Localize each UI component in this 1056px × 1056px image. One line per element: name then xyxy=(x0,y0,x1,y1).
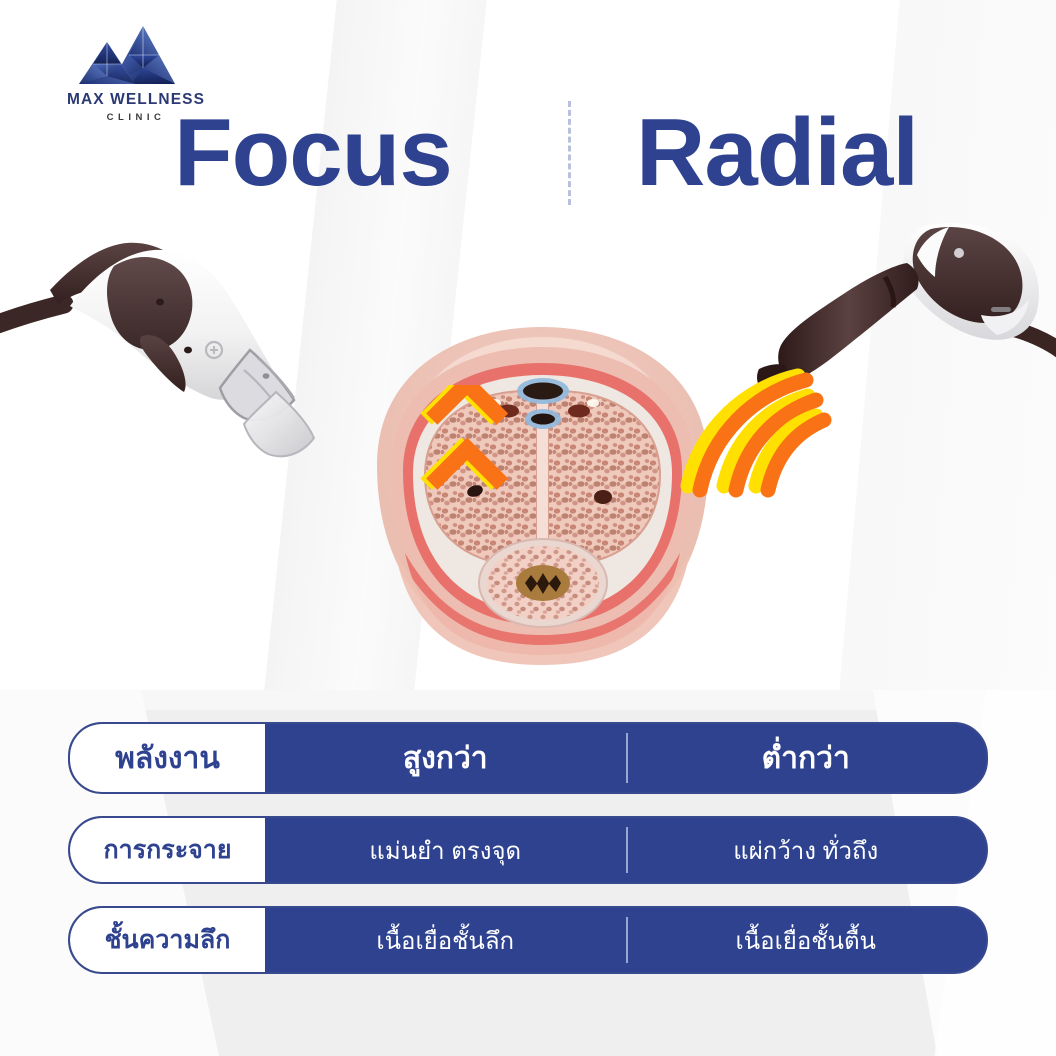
radial-wave-arcs-icon xyxy=(680,368,832,498)
illustration-stage xyxy=(0,190,1056,690)
background-bottom-strip xyxy=(120,690,940,710)
comparison-table: พลังงาน สูงกว่า ต่ำกว่า การกระจาย แม่นยำ… xyxy=(68,722,988,996)
penis-cross-section-anatomy xyxy=(377,327,708,665)
row-focus-value: เนื้อเยื่อชั้นลึก xyxy=(376,927,515,955)
headline-focus: Focus xyxy=(174,99,453,206)
table-row: พลังงาน สูงกว่า ต่ำกว่า xyxy=(68,722,988,794)
row-focus-value: แม่นยำ ตรงจุด xyxy=(369,837,522,865)
row-radial-value: ต่ำกว่า xyxy=(761,741,850,775)
brand-name: MAX WELLNESS xyxy=(66,91,206,108)
row-radial-value: เนื้อเยื่อชั้นตื้น xyxy=(735,927,876,955)
mountain-peaks-icon xyxy=(79,26,175,84)
brand-subtitle: CLINIC xyxy=(106,112,166,123)
row-radial-cell: ต่ำกว่า xyxy=(625,724,987,792)
radial-shockwave-handpiece-icon xyxy=(757,223,1056,393)
row-focus-value: สูงกว่า xyxy=(402,741,488,775)
row-focus-cell: แม่นยำ ตรงจุด xyxy=(265,818,626,882)
brand-logo: MAX WELLNESS CLINIC xyxy=(36,20,236,135)
headline: Focus Radial xyxy=(150,98,1030,208)
row-label-cell: พลังงาน xyxy=(70,724,265,792)
row-radial-cell: แผ่กว้าง ทั่วถึง xyxy=(625,818,987,882)
chevron-arrows-icon xyxy=(420,385,509,490)
table-row: การกระจาย แม่นยำ ตรงจุด แผ่กว้าง ทั่วถึง xyxy=(68,816,988,884)
row-radial-value: แผ่กว้าง ทั่วถึง xyxy=(733,837,879,865)
row-label-cell: การกระจาย xyxy=(70,818,265,882)
row-focus-cell: สูงกว่า xyxy=(265,724,626,792)
row-label-cell: ชั้นความลึก xyxy=(70,908,265,972)
row-label: พลังงาน xyxy=(115,741,220,775)
table-row: ชั้นความลึก เนื้อเยื่อชั้นลึก เนื้อเยื่อ… xyxy=(68,906,988,974)
headline-divider xyxy=(568,101,574,205)
row-focus-cell: เนื้อเยื่อชั้นลึก xyxy=(265,908,626,972)
row-label: การกระจาย xyxy=(103,836,232,864)
row-label: ชั้นความลึก xyxy=(104,926,231,954)
focused-shockwave-handpiece-icon xyxy=(0,242,316,458)
row-radial-cell: เนื้อเยื่อชั้นตื้น xyxy=(625,908,987,972)
headline-radial: Radial xyxy=(636,99,919,206)
